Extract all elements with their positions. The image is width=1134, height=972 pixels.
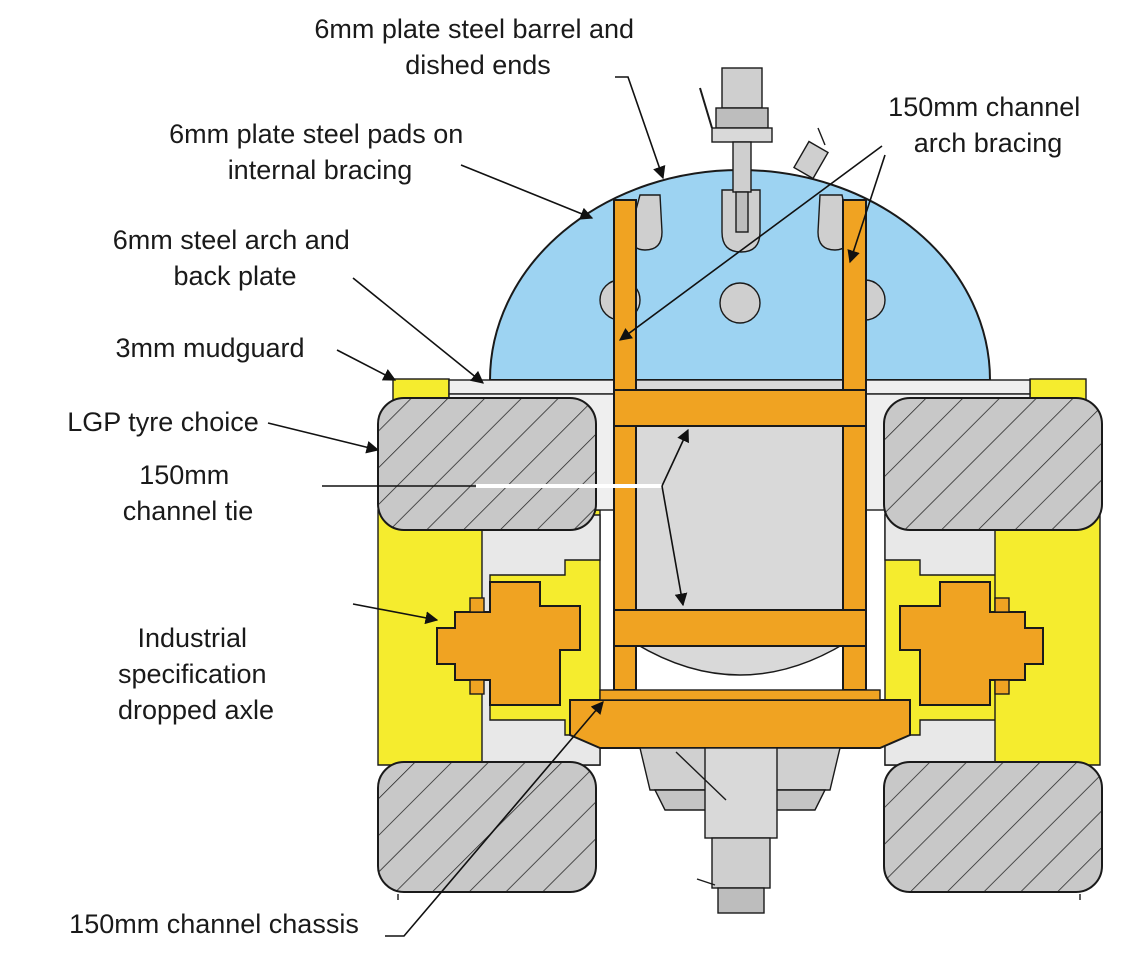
leader-arch-bracing-right: [847, 154, 886, 264]
label-arch-plate: 6mm steel arch and back plate: [113, 225, 358, 291]
tyres: [377, 397, 1103, 893]
leader-barrel: [615, 76, 666, 180]
leader-chassis: [385, 701, 604, 937]
channel-frame: [569, 199, 911, 749]
labels: 6mm plate steel barrel and dished ends 6…: [67, 14, 1088, 939]
top-valve-assembly: [699, 67, 829, 233]
label-barrel: 6mm plate steel barrel and dished ends: [314, 14, 641, 80]
leader-lines: [267, 76, 886, 937]
label-arch-bracing: 150mm channel arch bracing: [888, 92, 1088, 158]
label-pads: 6mm plate steel pads on internal bracing: [169, 119, 471, 185]
label-chassis: 150mm channel chassis: [69, 909, 359, 939]
leader-tie-upper: [661, 428, 689, 487]
label-channel-tie: 150mm channel tie: [123, 460, 254, 526]
leader-arch-bracing-left: [618, 145, 883, 341]
label-mudguard: 3mm mudguard: [115, 333, 304, 363]
lower-pump-assembly: [639, 747, 841, 914]
leader-tie-lower: [661, 485, 688, 607]
axle-hubs: [436, 581, 1044, 706]
label-tyre: LGP tyre choice: [67, 407, 259, 437]
machine-drawing: [377, 67, 1103, 914]
leader-arch-plate: [352, 277, 484, 384]
leader-pads: [460, 164, 594, 220]
leader-mudguard: [336, 349, 397, 381]
label-axle: Industrial specification dropped axle: [118, 623, 274, 725]
leader-axle: [352, 603, 439, 625]
leader-tyre: [267, 422, 380, 454]
